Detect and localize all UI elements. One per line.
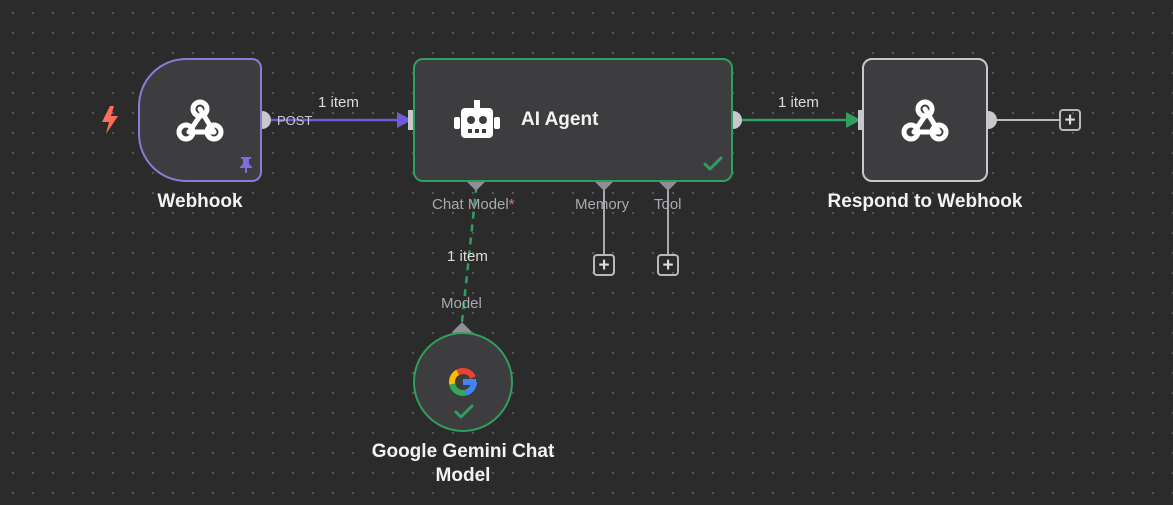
pin-icon[interactable] xyxy=(238,156,254,174)
webhook-method-label: POST xyxy=(277,113,313,128)
webhook-node[interactable] xyxy=(138,58,262,182)
robot-icon xyxy=(453,100,501,140)
gemini-chat-model-node[interactable] xyxy=(413,332,513,432)
add-tool-button[interactable]: + xyxy=(657,254,679,276)
ai-agent-title: AI Agent xyxy=(521,109,599,130)
wire-agent-respond-arrow xyxy=(846,112,861,128)
wire-webhook-agent-arrow xyxy=(397,112,412,128)
memory-port-label: Memory xyxy=(575,196,630,213)
ai-agent-node[interactable]: AI Agent xyxy=(413,58,733,182)
wire-label-agent-respond: 1 item xyxy=(778,94,819,111)
add-memory-button[interactable]: + xyxy=(593,254,615,276)
wire-label-webhook-agent: 1 item xyxy=(318,94,359,111)
gemini-model-port-label: Model xyxy=(441,295,482,312)
gemini-title: Google Gemini Chat Model xyxy=(353,440,573,488)
lightning-icon xyxy=(98,104,122,136)
checkmark-icon xyxy=(454,404,474,420)
respond-title: Respond to Webhook xyxy=(827,191,1023,212)
gemini-title-line1: Google Gemini Chat xyxy=(371,441,555,462)
respond-to-webhook-node[interactable] xyxy=(862,58,988,182)
webhook-icon xyxy=(899,96,951,144)
wire-label-gemini-agent: 1 item xyxy=(447,248,488,265)
webhook-title: Webhook xyxy=(157,191,243,212)
webhook-icon xyxy=(174,96,226,144)
add-next-node-button[interactable]: + xyxy=(1059,109,1081,131)
gemini-title-line2: Model xyxy=(435,465,491,486)
chat-model-port-label: Chat Model* xyxy=(432,196,515,213)
required-marker: * xyxy=(508,196,515,213)
google-icon xyxy=(446,365,480,399)
tool-port-label: Tool xyxy=(654,196,682,213)
checkmark-icon xyxy=(703,156,723,172)
